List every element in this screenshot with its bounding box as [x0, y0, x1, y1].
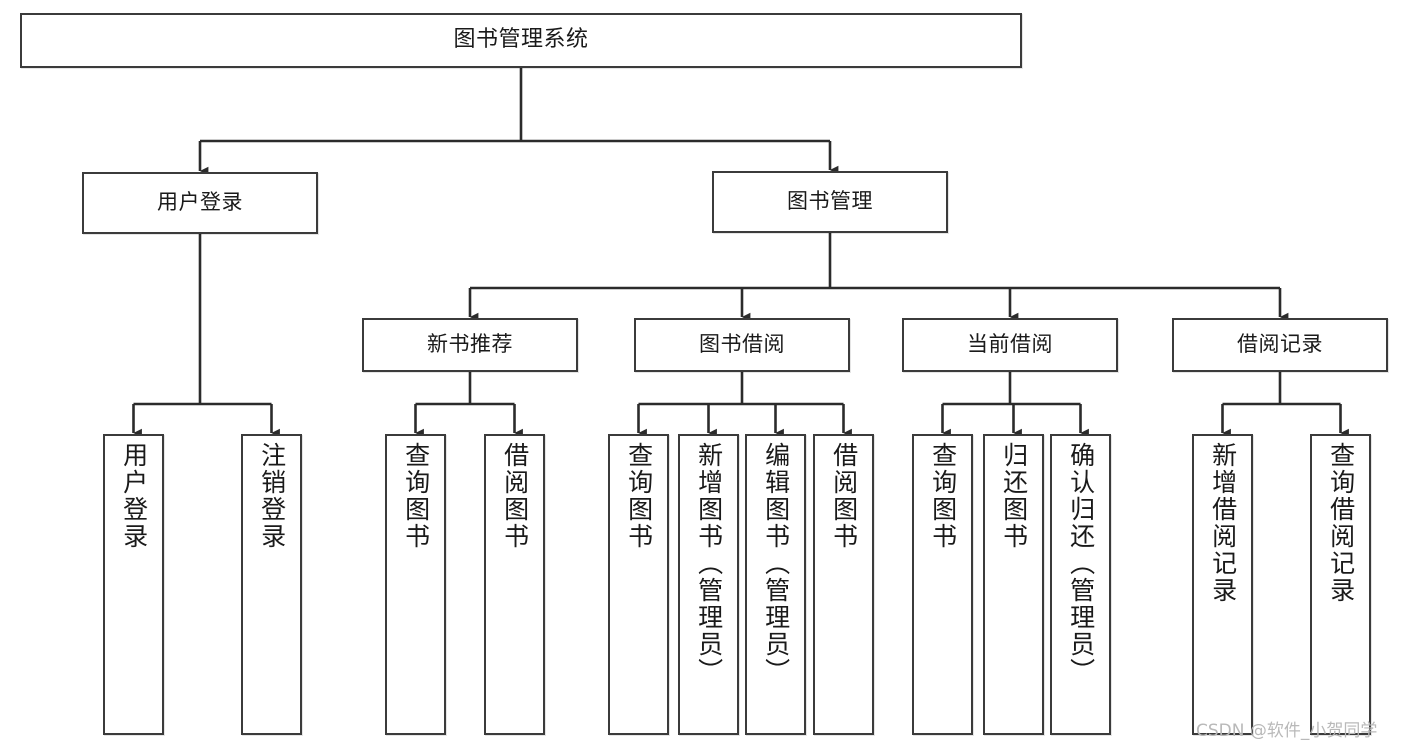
node-bookmgmt[interactable]: 图书管理 [712, 171, 948, 233]
node-label: 查询借阅记录 [1326, 442, 1356, 604]
node-root[interactable]: 图书管理系统 [20, 13, 1022, 68]
node-label: 借阅记录 [1237, 332, 1323, 357]
node-label: 借阅图书 [500, 442, 530, 550]
node-leaf-bo-q[interactable]: 查询图书 [608, 434, 669, 735]
node-leaf-nb-b[interactable]: 借阅图书 [484, 434, 545, 735]
node-records[interactable]: 借阅记录 [1172, 318, 1388, 372]
node-current[interactable]: 当前借阅 [902, 318, 1118, 372]
node-label: 新增借阅记录 [1208, 442, 1238, 604]
node-label: 图书管理系统 [453, 27, 589, 53]
node-leaf-cu-q[interactable]: 查询图书 [912, 434, 973, 735]
node-label: 图书借阅 [699, 332, 785, 357]
node-label: 查询图书 [928, 442, 958, 550]
node-label: 归还图书 [999, 442, 1029, 550]
node-leaf-cu-r[interactable]: 归还图书 [983, 434, 1044, 735]
node-leaf-nb-q[interactable]: 查询图书 [385, 434, 446, 735]
node-label: 注销登录 [257, 442, 287, 550]
node-label: 新书推荐 [427, 332, 513, 357]
node-leaf-re-add[interactable]: 新增借阅记录 [1192, 434, 1253, 735]
node-leaf-bo-ed[interactable]: 编辑图书（管理员） [745, 434, 806, 735]
node-login[interactable]: 用户登录 [82, 172, 318, 234]
node-leaf-login[interactable]: 用户登录 [103, 434, 164, 735]
node-newbook[interactable]: 新书推荐 [362, 318, 578, 372]
csdn-watermark: CSDN @软件_小贺同学 [1196, 721, 1378, 741]
node-label: 当前借阅 [967, 332, 1053, 357]
node-label: 用户登录 [119, 442, 149, 550]
node-label: 用户登录 [157, 190, 243, 215]
node-label: 借阅图书 [829, 442, 859, 550]
node-leaf-bo-br[interactable]: 借阅图书 [813, 434, 874, 735]
node-leaf-re-q[interactable]: 查询借阅记录 [1310, 434, 1371, 735]
node-borrow[interactable]: 图书借阅 [634, 318, 850, 372]
node-leaf-bo-add[interactable]: 新增图书（管理员） [678, 434, 739, 735]
node-label: 确认归还（管理员） [1066, 442, 1096, 685]
node-leaf-cu-cf[interactable]: 确认归还（管理员） [1050, 434, 1111, 735]
node-label: 新增图书（管理员） [694, 442, 724, 685]
node-label: 查询图书 [624, 442, 654, 550]
node-label: 编辑图书（管理员） [761, 442, 791, 685]
node-leaf-logout[interactable]: 注销登录 [241, 434, 302, 735]
node-label: 图书管理 [787, 189, 873, 214]
node-label: 查询图书 [401, 442, 431, 550]
